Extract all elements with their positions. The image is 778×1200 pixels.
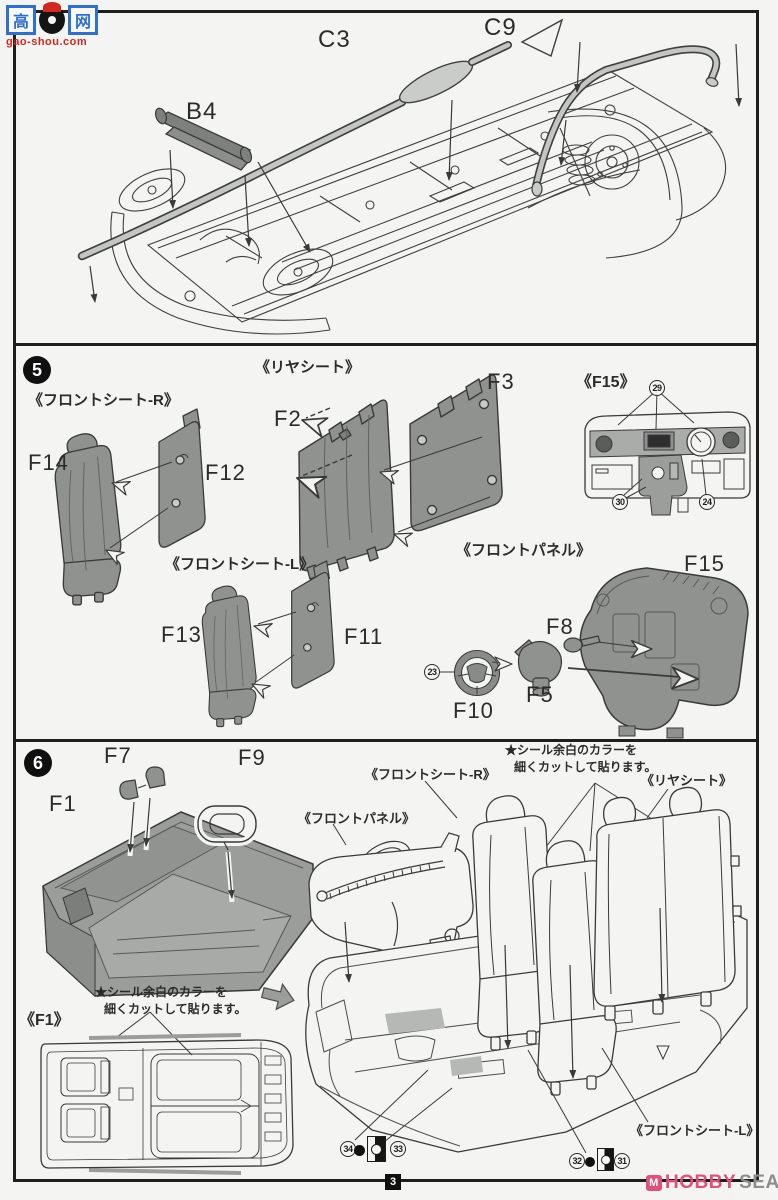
hobbysearch-watermark: M HOBBY SEARCH [646, 1172, 778, 1194]
part-label-c3: C3 [318, 26, 351, 53]
part-label-f2: F2 [274, 406, 302, 431]
step-6-badge: 6 [24, 749, 52, 777]
assembly-drop-arrows [344, 907, 670, 1079]
header-f1-view: 《F1》 [19, 1012, 70, 1029]
part-b4-brace [154, 107, 253, 171]
gaoshou-mascot-icon [39, 2, 65, 34]
f7-f9-arrows [127, 797, 235, 903]
decal-callout-23: 23 [424, 664, 440, 680]
part-label-f3: F3 [487, 369, 515, 394]
assembly-label-front-panel: 《フロントパネル》 [298, 811, 416, 826]
part-c3-exhaust-pipe [77, 18, 564, 261]
chassis-underside-diagram [77, 18, 743, 335]
front-seat-l-arrows [255, 611, 297, 683]
part-f2-rear-seat-back [298, 399, 395, 580]
section-divider-1 [13, 343, 759, 346]
callout-leader-lines [354, 1047, 649, 1154]
decal-callout-30: 30 [612, 494, 628, 510]
paint-chip-icon [367, 1136, 386, 1162]
part-f13-seat [201, 585, 257, 728]
part-label-c9: C9 [484, 14, 517, 41]
white-direction-arrow-icon [520, 18, 564, 57]
part-label-f1: F1 [49, 791, 77, 816]
part-f12-seat-back [158, 408, 206, 548]
part-c9-exhaust-pipe [531, 45, 721, 197]
paint-callout-33: 33 [390, 1141, 406, 1157]
seal-note-left-line1: ★シール余白のカラーを [95, 985, 228, 999]
decal-callout-24: 24 [699, 494, 715, 510]
assembly-label-front-seat-r: 《フロントシート-R》 [365, 767, 496, 782]
part-label-f10: F10 [453, 698, 494, 723]
gaoshou-box2: 网 [68, 5, 98, 35]
part-f5-steering-column [514, 639, 563, 697]
part-f11-seat-back [291, 560, 335, 689]
part-f9-console-ring [194, 802, 260, 851]
part-f10-steering-wheel [453, 649, 501, 697]
part-label-f13: F13 [161, 622, 202, 647]
decal-callout-29: 29 [649, 380, 665, 396]
seal-note-right-line2: 細くカットして貼ります。 [514, 760, 657, 774]
f15-dashboard-front-view [584, 389, 751, 516]
paint-callout-32: 32 [569, 1153, 585, 1169]
assembly-arrows [89, 41, 743, 303]
assembly-label-rear-seat: 《リヤシート》 [641, 773, 733, 788]
step-5-badge: 5 [23, 356, 51, 384]
rear-suspension-drawing [527, 108, 727, 259]
header-front-panel: 《フロントパネル》 [456, 542, 592, 559]
gaoshou-watermark: 高 网 gao-shou.com [6, 2, 116, 48]
assembly-rear-seat-drawing [593, 786, 742, 1021]
paint-dot-icon [354, 1145, 365, 1156]
part-label-f14: F14 [28, 450, 69, 475]
paint-dot-icon [585, 1157, 595, 1167]
part-label-f11: F11 [344, 624, 384, 649]
rear-seat-arrows [301, 407, 491, 533]
gaoshou-box1: 高 [6, 5, 36, 35]
front-seat-r-arrows [109, 461, 173, 549]
hobbysearch-word2: SEARCH [739, 1172, 778, 1193]
part-label-f8: F8 [546, 614, 574, 639]
part-f3-rear-seat-back [409, 374, 503, 532]
hobbysearch-word1: HOBBY [665, 1172, 737, 1193]
page-number: 3 [385, 1174, 401, 1190]
header-f15-detail: 《F15》 [576, 374, 636, 391]
part-f1-interior-tub-3d [42, 811, 314, 998]
part-label-f9: F9 [238, 745, 266, 770]
step5-diagram [54, 374, 751, 739]
seal-note-right-line1: ★シール余白のカラーを [505, 743, 638, 757]
step6-diagram [40, 763, 748, 1175]
part-f7-pedals [116, 763, 169, 803]
header-rear-seat: 《リヤシート》 [255, 359, 361, 376]
part-label-b4: B4 [186, 98, 218, 125]
section-divider-2 [13, 739, 759, 742]
part-f15-dashboard-3d [579, 567, 749, 739]
part-label-f15: F15 [684, 551, 725, 576]
part-label-f12: F12 [205, 460, 246, 485]
paint-ring-icon [601, 1155, 611, 1165]
paint-callout-31: 31 [614, 1153, 630, 1169]
seal-note-left-line2: 細くカットして貼ります。 [104, 1002, 247, 1016]
hobbysearch-logo-icon: M [646, 1175, 662, 1191]
paint-chip-icon [597, 1148, 614, 1171]
assembly-label-front-seat-l: 《フロントシート-L》 [630, 1123, 760, 1138]
paint-ring-icon [371, 1144, 382, 1155]
part-label-f7: F7 [104, 743, 132, 768]
header-front-seat-l: 《フロントシート-L》 [165, 556, 315, 573]
f1-top-view-drawing [40, 1033, 294, 1175]
header-front-seat-r: 《フロントシート-R》 [28, 392, 179, 409]
chassis-pan-drawing [146, 69, 714, 323]
big-gray-arrow-icon [260, 982, 295, 1011]
part-label-f5: F5 [526, 682, 554, 707]
gaoshou-url: gao-shou.com [6, 36, 88, 48]
